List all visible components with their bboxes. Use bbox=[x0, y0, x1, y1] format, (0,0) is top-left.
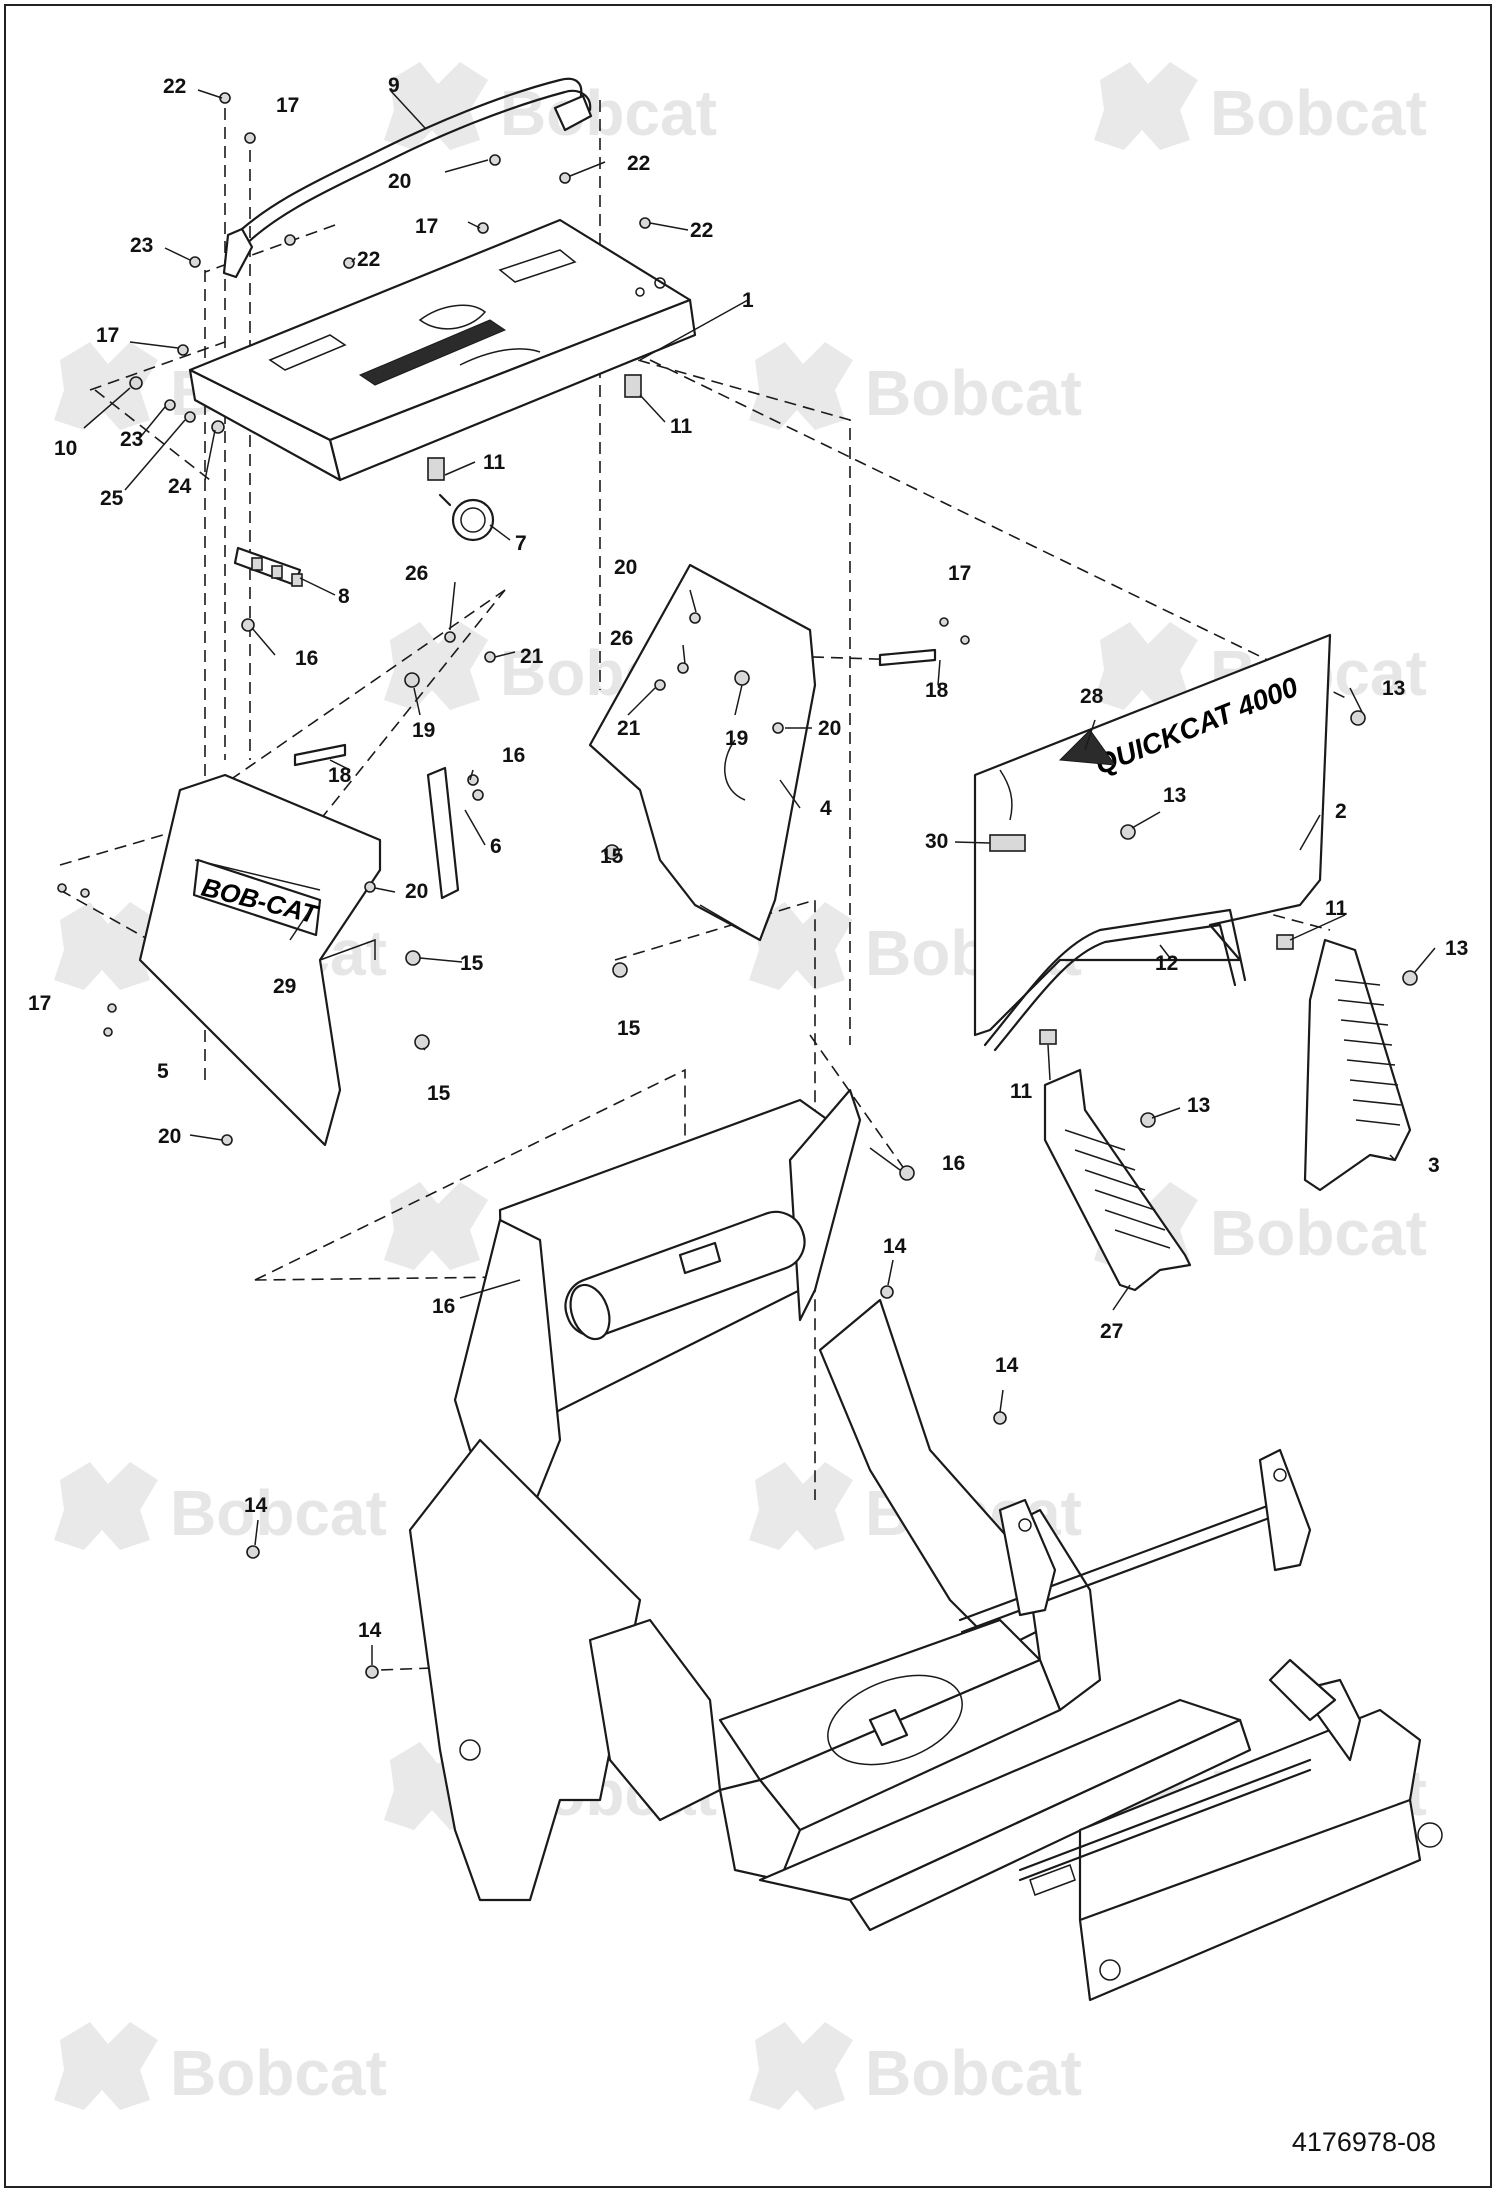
svg-text:Bobcat: Bobcat bbox=[1210, 1197, 1427, 1269]
callout-17: 17 bbox=[28, 992, 51, 1015]
callout-18: 18 bbox=[328, 764, 352, 787]
control-panel-part-1 bbox=[188, 218, 697, 482]
callout-11: 11 bbox=[670, 415, 693, 438]
callout-11: 11 bbox=[1010, 1080, 1033, 1103]
callout-labels: 22 17 9 20 22 17 22 23 22 1 17 10 23 25 … bbox=[28, 74, 1468, 1642]
callout-10: 10 bbox=[54, 437, 77, 460]
callout-2: 2 bbox=[1335, 800, 1347, 823]
callout-16: 16 bbox=[432, 1295, 455, 1318]
callout-25: 25 bbox=[100, 487, 124, 510]
callout-15: 15 bbox=[617, 1017, 641, 1040]
switch-bracket-part-8 bbox=[233, 546, 303, 587]
callout-26: 26 bbox=[610, 627, 633, 650]
callout-1: 1 bbox=[742, 289, 754, 312]
callout-22: 22 bbox=[627, 152, 650, 175]
watermark: Bobcat bbox=[384, 62, 717, 150]
callout-16: 16 bbox=[295, 647, 318, 670]
callout-7: 7 bbox=[515, 532, 527, 555]
callout-23: 23 bbox=[120, 428, 143, 451]
callout-9: 9 bbox=[388, 74, 400, 97]
callout-14: 14 bbox=[244, 1494, 268, 1517]
right-side-panel-part-4 bbox=[588, 563, 817, 942]
callout-21: 21 bbox=[617, 717, 641, 740]
callout-15: 15 bbox=[427, 1082, 451, 1105]
callout-29: 29 bbox=[273, 975, 296, 998]
hardware-markers bbox=[57, 92, 1418, 1679]
callout-23: 23 bbox=[130, 234, 153, 257]
callout-22: 22 bbox=[690, 219, 713, 242]
callout-11: 11 bbox=[1325, 897, 1348, 920]
svg-text:Bobcat: Bobcat bbox=[170, 2037, 387, 2109]
callout-17: 17 bbox=[96, 324, 119, 347]
callout-20: 20 bbox=[818, 717, 841, 740]
main-frame-weldment bbox=[408, 1088, 1443, 2002]
side-bracket-part-6 bbox=[426, 766, 460, 900]
callout-16: 16 bbox=[502, 744, 525, 767]
callout-19: 19 bbox=[412, 719, 435, 742]
callout-17: 17 bbox=[948, 562, 971, 585]
svg-text:Bobcat: Bobcat bbox=[865, 2037, 1082, 2109]
watermark: Bobcat bbox=[749, 2022, 1082, 2110]
callout-13: 13 bbox=[1382, 677, 1405, 700]
callout-3: 3 bbox=[1428, 1154, 1440, 1177]
grille-part-3 bbox=[1303, 938, 1412, 1192]
callout-13: 13 bbox=[1163, 784, 1186, 807]
callout-20: 20 bbox=[614, 556, 637, 579]
callout-17: 17 bbox=[276, 94, 299, 117]
callout-22: 22 bbox=[357, 248, 380, 271]
svg-text:Bobcat: Bobcat bbox=[865, 357, 1082, 429]
callout-6: 6 bbox=[490, 835, 502, 858]
svg-text:Bobcat: Bobcat bbox=[170, 1477, 387, 1549]
callout-20: 20 bbox=[405, 880, 428, 903]
callout-8: 8 bbox=[338, 585, 350, 608]
watermark: Bobcat bbox=[54, 1462, 387, 1550]
callout-16: 16 bbox=[942, 1152, 965, 1175]
drawing-number: 4176978-08 bbox=[1291, 2127, 1436, 2157]
left-side-panel-part-5: BOB-CAT bbox=[138, 773, 382, 1147]
callout-19: 19 bbox=[725, 727, 748, 750]
callout-24: 24 bbox=[168, 475, 192, 498]
callout-18: 18 bbox=[925, 679, 949, 702]
callout-14: 14 bbox=[358, 1619, 382, 1642]
callout-27: 27 bbox=[1100, 1320, 1123, 1343]
callout-28: 28 bbox=[1080, 685, 1104, 708]
callout-20: 20 bbox=[388, 170, 411, 193]
callout-14: 14 bbox=[883, 1235, 907, 1258]
callout-11: 11 bbox=[483, 451, 506, 474]
watermark: Bobcat bbox=[1094, 62, 1427, 150]
callout-17: 17 bbox=[415, 215, 438, 238]
callout-26: 26 bbox=[405, 562, 428, 585]
trim-strip-part-12 bbox=[983, 908, 1247, 1052]
callout-21: 21 bbox=[520, 645, 544, 668]
callout-22: 22 bbox=[163, 75, 186, 98]
callout-15: 15 bbox=[600, 845, 624, 868]
callout-13: 13 bbox=[1445, 937, 1468, 960]
svg-text:Bobcat: Bobcat bbox=[500, 77, 717, 149]
handle-bar-part-9 bbox=[222, 77, 593, 279]
svg-text:Bobcat: Bobcat bbox=[1210, 77, 1427, 149]
callout-5: 5 bbox=[157, 1060, 169, 1083]
callout-15: 15 bbox=[460, 952, 484, 975]
callout-20: 20 bbox=[158, 1125, 181, 1148]
throttle-knob-part-7 bbox=[438, 493, 495, 542]
callout-13: 13 bbox=[1187, 1094, 1210, 1117]
callout-4: 4 bbox=[820, 797, 832, 820]
watermark: Bobcat bbox=[749, 342, 1082, 430]
callout-30: 30 bbox=[925, 830, 948, 853]
callout-leaders bbox=[83, 89, 1436, 1665]
callout-12: 12 bbox=[1155, 952, 1178, 975]
callout-14: 14 bbox=[995, 1354, 1019, 1377]
watermark: Bobcat bbox=[54, 2022, 387, 2110]
grille-part-27 bbox=[1043, 1068, 1192, 1292]
